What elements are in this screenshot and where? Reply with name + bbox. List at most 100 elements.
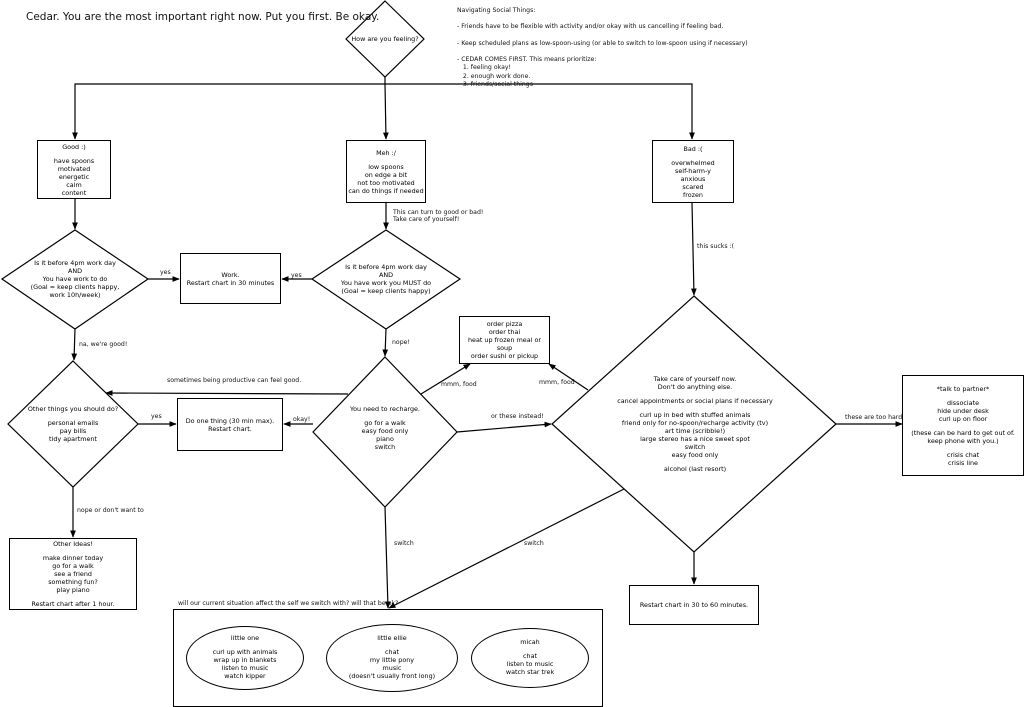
text-line: calm: [66, 180, 82, 189]
text-line: easy food only: [671, 451, 719, 459]
text-line: anxious: [680, 174, 706, 183]
text-line: curl up with animals: [212, 648, 278, 657]
edge-start-to-good: [72, 77, 386, 140]
text-line: (doesn't usually front long): [348, 671, 436, 680]
label-switch-2: switch: [524, 540, 544, 547]
text-line: my little pony: [369, 656, 415, 665]
edge-start-to-meh: [383, 83, 389, 140]
text-line: Do one thing (30 min max).: [185, 416, 275, 425]
text-line: crisis chat: [946, 450, 980, 459]
text-line: listen to music: [221, 663, 269, 672]
self-name: little one: [230, 634, 260, 643]
text-line: order thai: [488, 328, 521, 336]
text-line: dissociate: [946, 398, 980, 407]
text-line: Is it before 4pm work day: [34, 259, 116, 267]
text-line: large stereo has a nice sweet spot: [640, 435, 750, 443]
text-line: Is it before 4pm work day: [345, 263, 427, 271]
text-line: Don't do anything else.: [657, 383, 733, 391]
text-line: music: [382, 663, 402, 672]
label-this-can-turn-1: This can turn to good or bad!: [393, 209, 484, 216]
text-line: *talk to partner*: [936, 384, 990, 393]
text-line: content: [61, 188, 87, 197]
label-too-hard: these are too hard: [845, 414, 903, 421]
text-line: curl up in bed with stuffed animals: [639, 411, 751, 419]
label-na-good: na, we're good!: [79, 341, 128, 348]
text-line: Restart chart in 30 minutes: [186, 278, 275, 287]
text-line: order pizza: [486, 320, 523, 328]
text-line: Work.: [221, 270, 240, 279]
edge-meh-no-to-recharge: [382, 328, 389, 357]
text-line: Other things you should do?: [27, 405, 119, 413]
label-this-sucks: this sucks :(: [697, 243, 735, 250]
label-this-can-turn-2: Take care of yourself!: [393, 216, 460, 223]
edge-take-care-switch: [388, 488, 625, 609]
label-yes-other: yes: [151, 413, 162, 420]
text-line: heat up frozen meal or soup: [467, 336, 541, 352]
take-care-text: Take care of yourself now.Don't do anyth…: [600, 374, 790, 474]
text-line: scared: [682, 182, 704, 191]
text-line: Take care of yourself now.: [653, 375, 737, 383]
text-line: You need to recharge.: [350, 405, 420, 413]
text-line: play piano: [56, 586, 90, 594]
text-line: (Goal = keep clients happy): [341, 287, 431, 295]
text-line: You have work you MUST do: [340, 279, 432, 287]
text-line: AND: [378, 271, 394, 279]
edge-take-care-to-food: [548, 363, 589, 391]
work-box: Work.Restart chart in 30 minutes: [180, 253, 281, 304]
self-name: micah: [520, 638, 540, 647]
edge-start-to-bad: [385, 83, 695, 140]
text-line: Restart chart in 30 to 60 minutes.: [639, 601, 749, 609]
text-line: see a friend: [54, 570, 92, 578]
text-line: work 10h/week): [49, 291, 101, 299]
text-line: energetic: [58, 172, 90, 181]
text-line: Restart chart.: [208, 424, 252, 433]
text-line: Meh :/: [376, 148, 396, 157]
text-line: frozen: [683, 190, 703, 199]
label-mmm-food-2: mmm, food: [539, 379, 575, 386]
text-line: art time (scribble!): [664, 427, 726, 435]
label-okay: okay!: [293, 416, 311, 423]
self-name: little ellie: [377, 634, 407, 643]
label-nope: nope!: [392, 339, 410, 346]
label-or-these: or these instead!: [491, 413, 544, 420]
edge-recharge-switch: [384, 506, 391, 609]
text-line: go for a walk: [364, 419, 406, 427]
label-yes-meh: yes: [291, 272, 302, 279]
text-line: Good :): [62, 142, 86, 151]
text-line: self-harm-y: [675, 166, 711, 175]
text-line: piano: [376, 435, 394, 443]
one-thing-box: Do one thing (30 min max).Restart chart.: [177, 398, 283, 451]
label-switch-1: switch: [394, 540, 414, 547]
text-line: cancel appointments or social plans if n…: [617, 397, 773, 405]
label-yes-good: yes: [160, 269, 171, 276]
text-line: switch: [684, 443, 706, 451]
social-notes: Navigating Social Things: - Friends have…: [457, 7, 748, 88]
text-line: hide under desk: [937, 406, 989, 415]
text-line: pay bills: [59, 427, 87, 435]
text-line: watch kipper: [224, 671, 266, 680]
text-line: order sushi or pickup: [470, 352, 539, 360]
text-line: chat: [523, 652, 537, 661]
text-line: chat: [385, 648, 399, 657]
edge-recharge-to-food: [420, 363, 471, 395]
text-line: How are you feeling?: [351, 35, 419, 43]
text-line: tidy apartment: [49, 435, 97, 443]
text-line: easy food only: [361, 427, 409, 435]
text-line: keep phone with you.): [927, 436, 999, 445]
text-line: (these can be hard to get out of.: [911, 428, 1015, 437]
label-mmm-food-1: mmm, food: [441, 381, 477, 388]
text-line: curl up on floor: [938, 414, 988, 423]
text-line: low spoons: [368, 162, 404, 171]
text-line: watch star trek: [505, 667, 555, 676]
text-line: have spoons: [53, 156, 95, 165]
edge-recharge-to-other-things: [105, 390, 349, 396]
text-line: make dinner today: [42, 554, 104, 562]
text-line: go for a walk: [52, 562, 94, 570]
